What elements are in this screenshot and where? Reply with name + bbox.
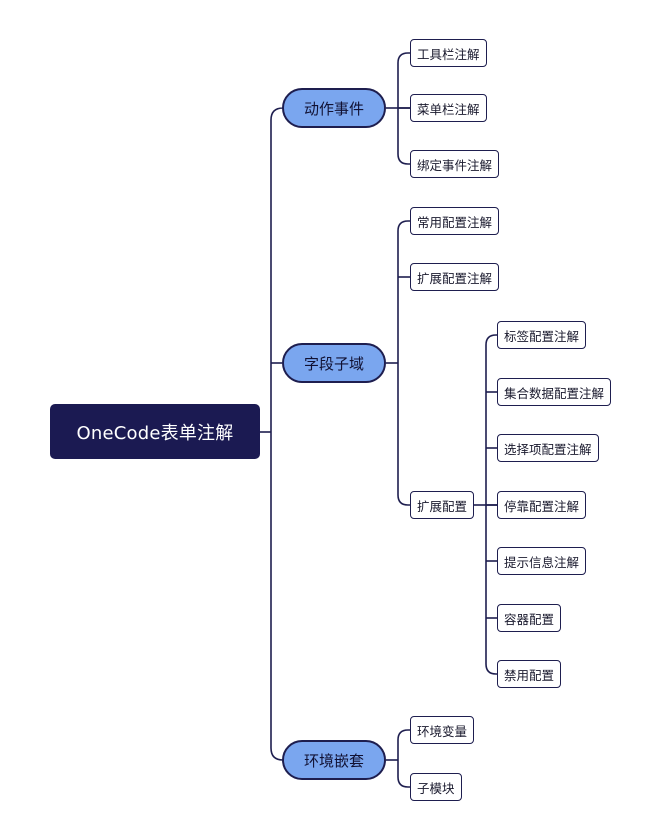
- leaf-collection-data-config-annotation[interactable]: 集合数据配置注解: [497, 378, 612, 406]
- root-node[interactable]: OneCode表单注解: [50, 404, 260, 459]
- leaf-common-config-annotation[interactable]: 常用配置注解: [410, 207, 500, 235]
- leaf-disabled-config[interactable]: 禁用配置: [497, 660, 562, 688]
- branch-env-nesting[interactable]: 环境嵌套: [282, 740, 386, 780]
- leaf-bind-event-annotation[interactable]: 绑定事件注解: [410, 150, 500, 178]
- leaf-label-config-annotation[interactable]: 标签配置注解: [497, 321, 587, 349]
- leaf-dock-config-annotation[interactable]: 停靠配置注解: [497, 491, 587, 519]
- leaf-menubar-annotation[interactable]: 菜单栏注解: [410, 94, 487, 122]
- leaf-tooltip-annotation[interactable]: 提示信息注解: [497, 547, 587, 575]
- branch-field-subdomain[interactable]: 字段子域: [282, 343, 386, 383]
- leaf-ext-config[interactable]: 扩展配置: [410, 491, 475, 519]
- leaf-container-config[interactable]: 容器配置: [497, 604, 562, 632]
- leaf-ext-config-annotation[interactable]: 扩展配置注解: [410, 263, 500, 291]
- branch-action-events[interactable]: 动作事件: [282, 88, 386, 128]
- leaf-submodule[interactable]: 子模块: [410, 773, 462, 801]
- leaf-toolbar-annotation[interactable]: 工具栏注解: [410, 39, 487, 67]
- leaf-env-variable[interactable]: 环境变量: [410, 716, 475, 744]
- leaf-option-config-annotation[interactable]: 选择项配置注解: [497, 434, 599, 462]
